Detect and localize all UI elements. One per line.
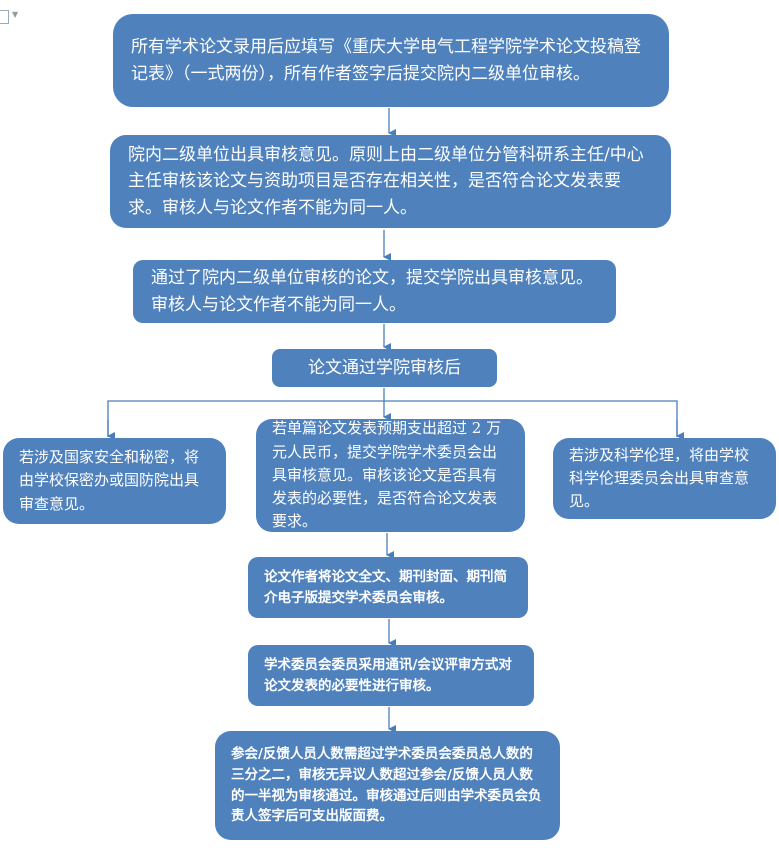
branch-bar <box>107 400 678 437</box>
step-school-review: 通过了院内二级单位审核的论文，提交学院出具审核意见。审核人与论文作者不能为同一人… <box>133 260 616 323</box>
step-after-school-review: 论文通过学院审核后 <box>272 349 497 387</box>
step-committee-review: 学术委员会委员采用通讯/会议评审方式对论文发表的必要性进行审核。 <box>248 645 534 706</box>
dropdown-caret-icon[interactable]: ▼ <box>12 10 19 19</box>
step-text: 所有学术论文录用后应填写《重庆大学电气工程学院学术论文投稿登记表》（一式两份），… <box>131 37 641 84</box>
document-icon[interactable] <box>0 10 9 24</box>
step-text: 论文通过学院审核后 <box>308 357 461 378</box>
branch-text: 若单篇论文发表预期支出超过 2 万元人民币，提交学院学术委员会出具审核意见。审核… <box>272 419 502 531</box>
branch-text: 若涉及国家安全和秘密，将由学校保密办或国防院出具审查意见。 <box>19 448 200 513</box>
step-text: 院内二级单位出具审核意见。原则上由二级单位分管科研系主任/中心主任审核该论文与资… <box>128 144 644 218</box>
step-approval-rule: 参会/反馈人员人数需超过学术委员会委员总人数的三分之二，审核无异议人数超过参会/… <box>215 731 560 840</box>
branch-science-ethics: 若涉及科学伦理，将由学校科学伦理委员会出具审查意见。 <box>553 438 776 519</box>
step-submit-registration: 所有学术论文录用后应填写《重庆大学电气工程学院学术论文投稿登记表》（一式两份），… <box>113 14 669 107</box>
step-text: 通过了院内二级单位审核的论文，提交学院出具审核意见。审核人与论文作者不能为同一人… <box>151 268 593 315</box>
branch-national-security: 若涉及国家安全和秘密，将由学校保密办或国防院出具审查意见。 <box>3 438 226 524</box>
step-unit-review: 院内二级单位出具审核意见。原则上由二级单位分管科研系主任/中心主任审核该论文与资… <box>110 135 671 228</box>
branch-expense-over-limit: 若单篇论文发表预期支出超过 2 万元人民币，提交学院学术委员会出具审核意见。审核… <box>256 419 525 532</box>
step-text: 参会/反馈人员人数需超过学术委员会委员总人数的三分之二，审核无异议人数超过参会/… <box>231 745 542 825</box>
branch-text: 若涉及科学伦理，将由学校科学伦理委员会出具审查意见。 <box>569 445 750 511</box>
step-text: 论文作者将论文全文、期刊封面、期刊简介电子版提交学术委员会审核。 <box>264 568 507 606</box>
step-text: 学术委员会委员采用通讯/会议评审方式对论文发表的必要性进行审核。 <box>264 656 512 694</box>
step-submit-to-committee: 论文作者将论文全文、期刊封面、期刊简介电子版提交学术委员会审核。 <box>248 557 528 618</box>
